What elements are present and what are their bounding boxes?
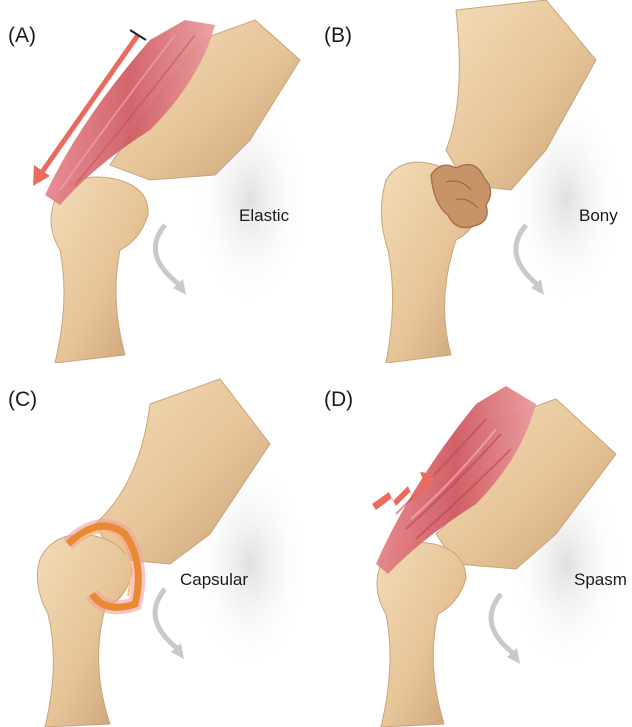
panel-label: (C) [8,388,37,412]
end-feel-label: Capsular [180,570,248,590]
end-feel-label: Elastic [239,206,289,226]
panel-label: (D) [324,388,353,412]
panel-capsular: (C) Capsular [0,364,316,727]
elastic-end-feel-illustration [0,0,316,363]
panel-elastic: (A) Elastic [0,0,316,363]
capsular-end-feel-illustration [0,364,316,727]
panel-bony: (B) Bony [316,0,632,363]
panel-spasm: (D) Spasm [316,364,632,727]
rotation-arrow [155,589,178,649]
lower-bone [37,535,132,727]
panel-label: (B) [324,24,352,48]
bony-end-feel-illustration [316,0,632,363]
end-feel-label: Bony [579,206,618,226]
lower-bone [51,177,148,363]
panel-label: (A) [8,24,36,48]
spasm-end-feel-illustration [316,364,632,727]
rotation-arrow [155,225,180,285]
end-feel-label: Spasm [574,570,627,590]
